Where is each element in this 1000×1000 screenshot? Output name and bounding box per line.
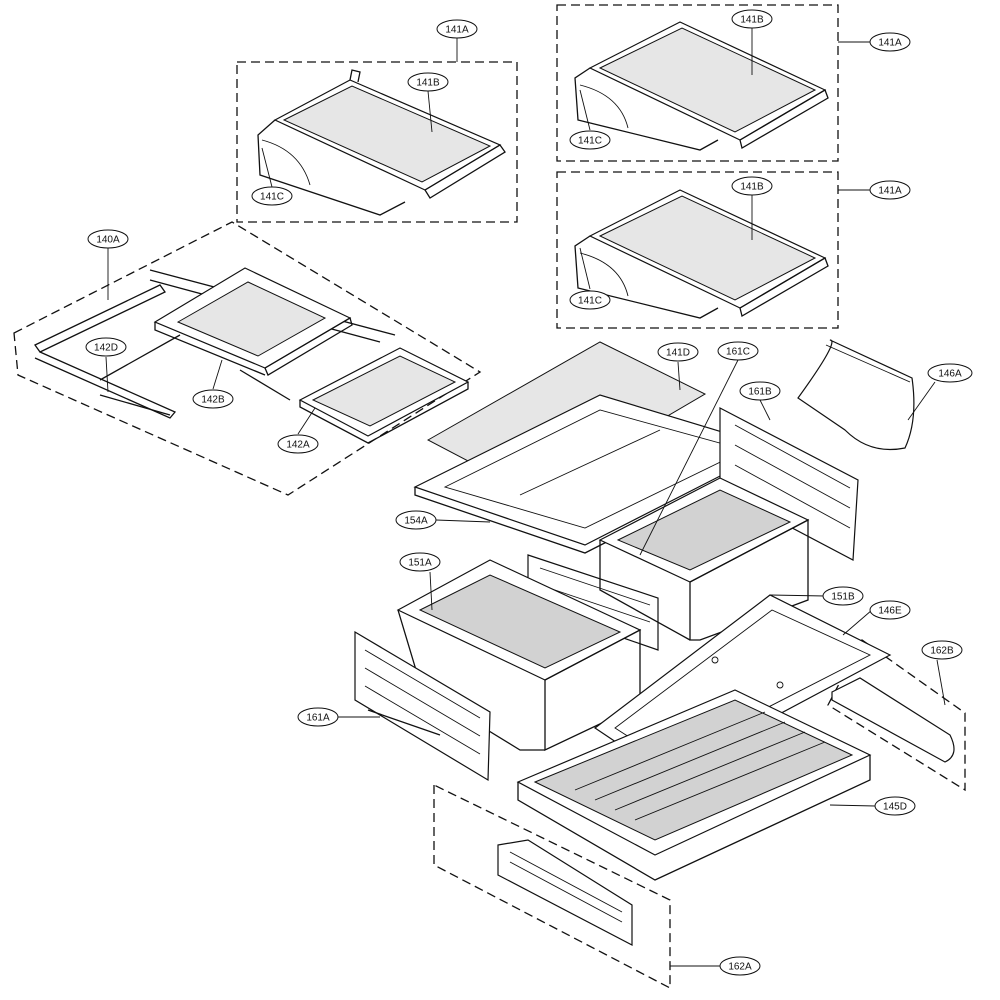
bracket-162A bbox=[497, 839, 633, 946]
callout-label: 151B bbox=[831, 592, 855, 603]
callout-label: 142B bbox=[201, 395, 225, 406]
callout-label: 141B bbox=[740, 182, 764, 193]
callout-141B-top: 141B bbox=[407, 72, 449, 92]
baffle-146A bbox=[797, 339, 915, 451]
divider-panel-161B bbox=[719, 407, 859, 561]
callout-146A: 146A bbox=[927, 363, 973, 383]
group-box-140A bbox=[13, 221, 482, 496]
callout-label: 146A bbox=[938, 369, 962, 380]
callout-141A-right-1: 141A bbox=[869, 32, 911, 52]
callout-146E: 146E bbox=[869, 600, 911, 620]
callout-161A: 161A bbox=[297, 707, 339, 727]
group-box-141A-top bbox=[236, 61, 518, 223]
callout-label: 161B bbox=[748, 387, 772, 398]
callout-161C: 161C bbox=[717, 341, 759, 361]
callout-141D: 141D bbox=[657, 342, 699, 362]
callout-141C-right-1: 141C bbox=[569, 130, 611, 150]
callout-162B: 162B bbox=[921, 640, 963, 660]
callout-label: 141A bbox=[445, 25, 469, 36]
callout-145D: 145D bbox=[874, 796, 916, 816]
callout-label: 162A bbox=[728, 962, 752, 973]
callout-label: 161A bbox=[306, 713, 330, 724]
callout-141A-top: 141A bbox=[436, 19, 478, 39]
leader-lines bbox=[105, 28, 946, 967]
callout-label: 154A bbox=[404, 516, 428, 527]
callout-151B: 151B bbox=[822, 586, 864, 606]
callout-142A: 142A bbox=[277, 434, 319, 454]
shelf-141A-top bbox=[257, 69, 506, 216]
callout-161B: 161B bbox=[739, 381, 781, 401]
group-box-162A bbox=[433, 783, 671, 990]
callout-label: 161C bbox=[726, 347, 750, 358]
callout-141C-right-2: 141C bbox=[569, 290, 611, 310]
group-box-162B bbox=[827, 639, 966, 792]
callout-141B-right-2: 141B bbox=[731, 176, 773, 196]
callout-label: 141C bbox=[578, 296, 602, 307]
divider-panel-161A bbox=[354, 630, 491, 782]
callout-label: 141B bbox=[740, 15, 764, 26]
pantry-tray-145D bbox=[516, 689, 872, 881]
callout-label: 162B bbox=[930, 646, 954, 657]
callout-141A-right-2: 141A bbox=[869, 180, 911, 200]
folding-shelf-assembly-140A bbox=[34, 267, 470, 444]
callout-label: 151A bbox=[408, 558, 432, 569]
callout-label: 145D bbox=[883, 802, 907, 813]
group-box-141A-right-1 bbox=[556, 4, 839, 162]
callout-label: 142A bbox=[286, 440, 310, 451]
bracket-162B bbox=[831, 677, 955, 763]
callout-label: 142D bbox=[94, 343, 118, 354]
shelf-141A-right-2 bbox=[574, 189, 829, 319]
callout-label: 140A bbox=[96, 235, 120, 246]
callout-label: 141D bbox=[666, 348, 690, 359]
crisper-drawer-151B bbox=[598, 477, 810, 641]
callout-151A: 151A bbox=[399, 552, 441, 572]
callout-154A: 154A bbox=[395, 510, 437, 530]
callout-label: 141B bbox=[416, 78, 440, 89]
callout-162A: 162A bbox=[719, 956, 761, 976]
callout-label: 141C bbox=[260, 192, 284, 203]
callout-label: 141A bbox=[878, 186, 902, 197]
callout-label: 141C bbox=[578, 136, 602, 147]
callout-142D: 142D bbox=[85, 337, 127, 357]
shelf-141A-right-1 bbox=[574, 21, 829, 151]
callout-141C-top: 141C bbox=[251, 186, 293, 206]
callout-label: 146E bbox=[878, 606, 902, 617]
callout-label: 141A bbox=[878, 38, 902, 49]
callout-142B: 142B bbox=[192, 389, 234, 409]
group-box-141A-right-2 bbox=[556, 171, 839, 329]
callout-140A: 140A bbox=[87, 229, 129, 249]
callout-141B-right-1: 141B bbox=[731, 9, 773, 29]
